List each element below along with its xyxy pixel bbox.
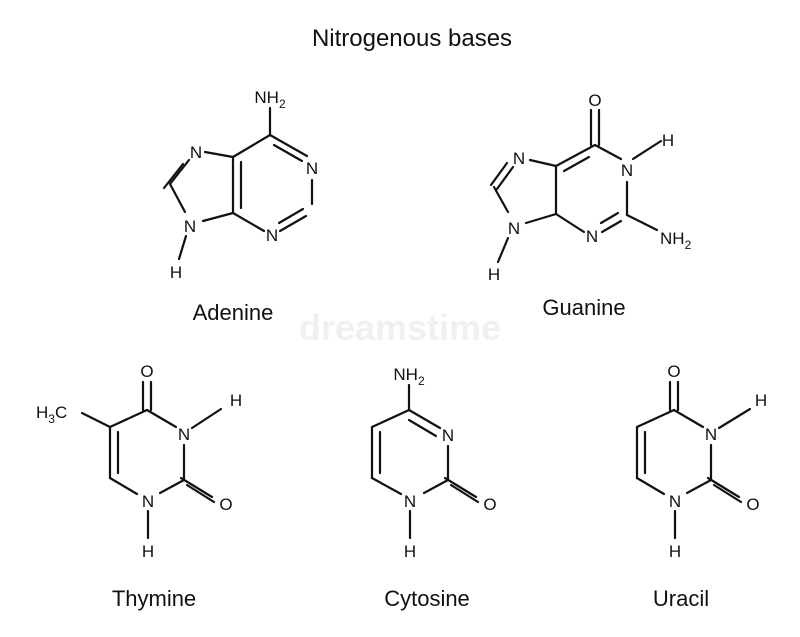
guanine-atom-h9: H bbox=[488, 265, 500, 284]
cytosine-bonds bbox=[370, 383, 480, 540]
adenine-atom-h: H bbox=[170, 263, 182, 282]
guanine-atom-n7: N bbox=[513, 149, 525, 168]
guanine-nh2: NH2 bbox=[660, 229, 692, 252]
cytosine-nh2: NH2 bbox=[393, 365, 425, 388]
thymine-atom-h1: H bbox=[142, 542, 154, 561]
thymine-methyl-group: H3C bbox=[36, 403, 67, 426]
thymine-atom-h3: H bbox=[230, 391, 242, 410]
uracil-atom-n1: N bbox=[669, 492, 681, 511]
thymine-label: Thymine bbox=[112, 586, 196, 611]
thymine-bonds bbox=[80, 380, 223, 540]
thymine-structure: O N H O N H H3C Thymine bbox=[36, 362, 242, 611]
cytosine-atom-n1: N bbox=[404, 492, 416, 511]
guanine-bonds bbox=[489, 108, 663, 264]
guanine-structure: O N H N NH2 N N H Guanine bbox=[488, 91, 692, 320]
cytosine-atom-h1: H bbox=[404, 542, 416, 561]
cytosine-label: Cytosine bbox=[384, 586, 470, 611]
uracil-atom-h3: H bbox=[755, 391, 767, 410]
uracil-structure: O N H O N H Uracil bbox=[635, 362, 767, 611]
guanine-atom-h1: H bbox=[662, 131, 674, 150]
thymine-atom-o2: O bbox=[219, 495, 232, 514]
adenine-structure: NH2 N N N N H Adenine bbox=[162, 88, 318, 325]
uracil-label: Uracil bbox=[653, 586, 709, 611]
diagram-title: Nitrogenous bases bbox=[312, 25, 512, 52]
cytosine-atom-n3: N bbox=[442, 426, 454, 445]
adenine-atom-n7: N bbox=[190, 143, 202, 162]
guanine-atom-o6: O bbox=[588, 91, 601, 110]
guanine-label: Guanine bbox=[542, 295, 625, 320]
uracil-atom-o2: O bbox=[746, 495, 759, 514]
uracil-atom-h1: H bbox=[669, 542, 681, 561]
adenine-label: Adenine bbox=[193, 300, 274, 325]
thymine-atom-o4: O bbox=[140, 362, 153, 381]
uracil-atom-o4: O bbox=[667, 362, 680, 381]
adenine-bonds bbox=[162, 106, 314, 261]
adenine-nh2: NH2 bbox=[254, 88, 286, 111]
adenine-atom-n3: N bbox=[266, 226, 278, 245]
guanine-atom-n9: N bbox=[508, 219, 520, 238]
uracil-atom-n3: N bbox=[705, 425, 717, 444]
thymine-atom-n3: N bbox=[178, 425, 190, 444]
thymine-atom-n1: N bbox=[142, 492, 154, 511]
watermark: dreamstime bbox=[299, 307, 501, 348]
cytosine-structure: NH2 N O N H Cytosine bbox=[370, 365, 497, 611]
adenine-atom-n1: N bbox=[306, 159, 318, 178]
adenine-atom-n9: N bbox=[184, 217, 196, 236]
guanine-atom-n1: N bbox=[621, 161, 633, 180]
uracil-bonds bbox=[635, 380, 752, 540]
cytosine-atom-o2: O bbox=[483, 495, 496, 514]
guanine-atom-n3: N bbox=[586, 227, 598, 246]
